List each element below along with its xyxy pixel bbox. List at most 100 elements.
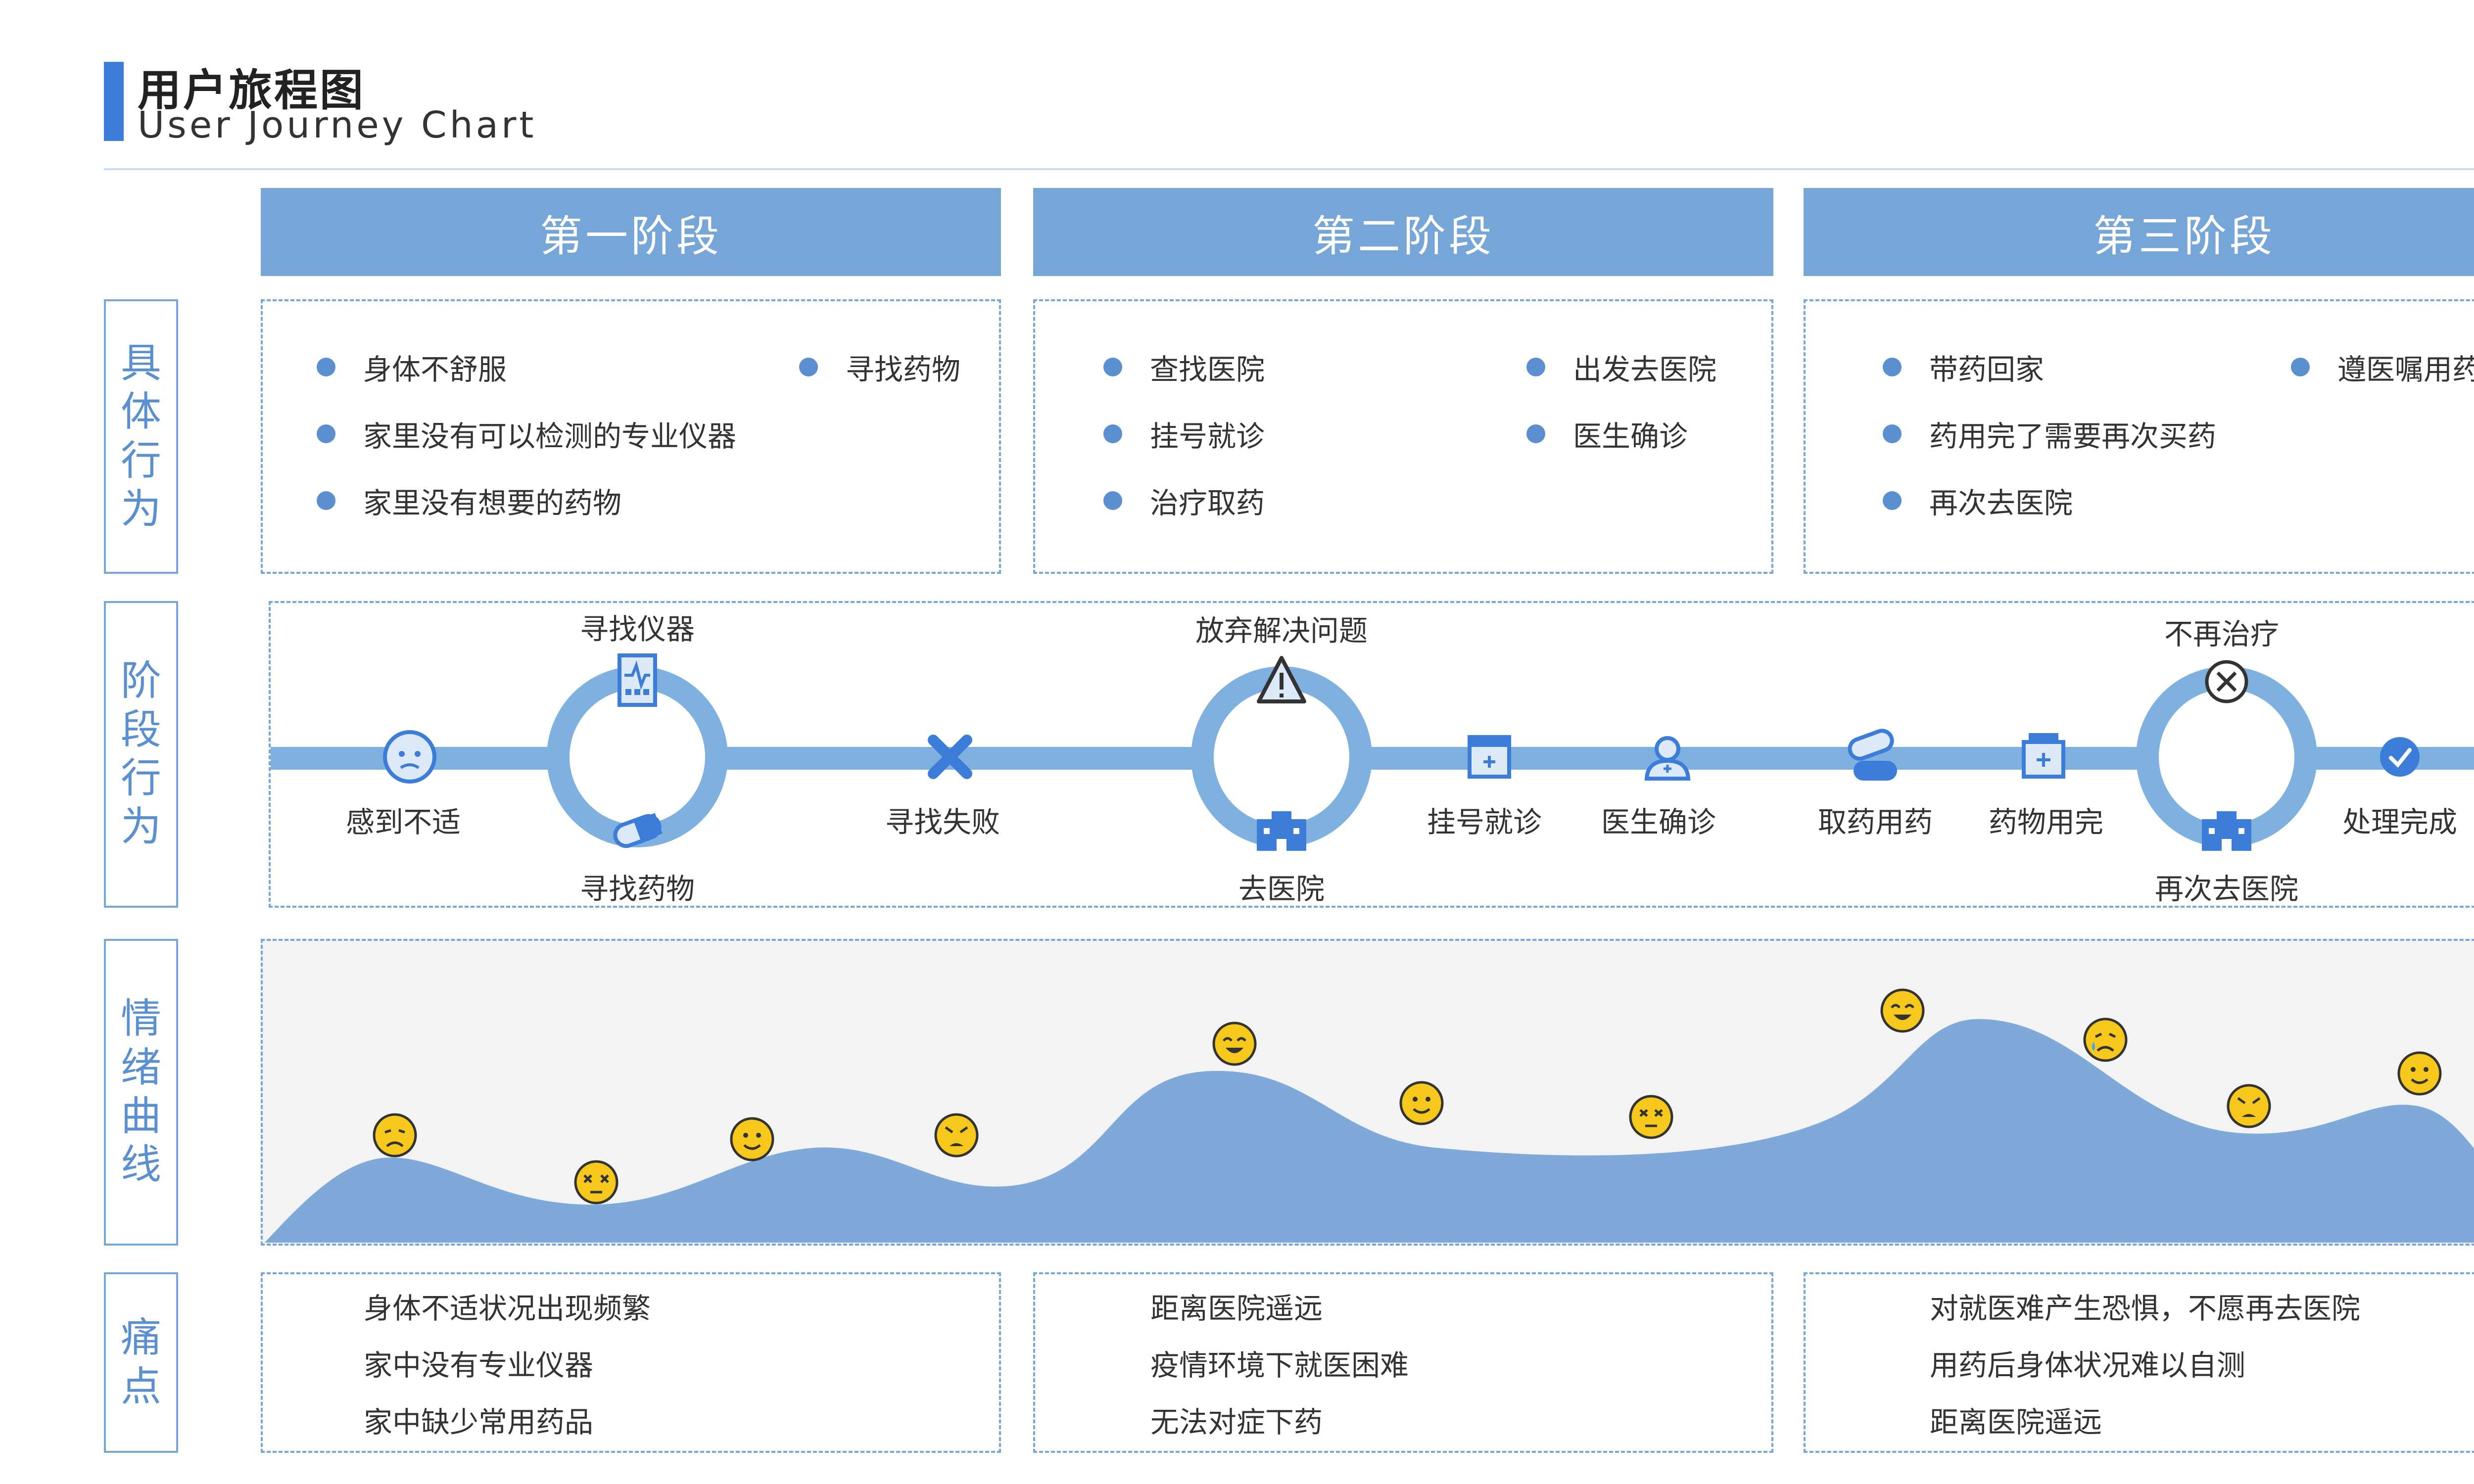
behavior-text: 医生确诊 (1573, 419, 1688, 453)
journey-node-label: 寻找仪器 (579, 612, 695, 646)
journey-node-label: 寻找失败 (885, 805, 1000, 839)
pain-point: 无法对症下药 (1150, 1405, 1323, 1439)
row-label-pain: 痛 点 (104, 1272, 178, 1453)
behavior-text: 家里没有可以检测的专业仪器 (363, 419, 737, 453)
cross-icon (928, 735, 972, 779)
pain-point: 用药后身体状况难以自测 (1930, 1348, 2246, 1382)
behavior-item: 寻找药物 (799, 346, 960, 388)
journey-node-label: 处理完成 (2342, 805, 2458, 839)
medicine-box-icon (2022, 733, 2065, 779)
behavior-item: 带药回家 (1883, 346, 2044, 388)
journey-node-label: 挂号就诊 (1427, 805, 1542, 839)
journey-node-label: 再次去医院 (2154, 872, 2299, 906)
row-label-char: 痛 (120, 1314, 161, 1362)
behavior-text: 查找医院 (1150, 353, 1265, 386)
row-label-char: 为 (120, 485, 161, 533)
bullet-dot (2291, 358, 2310, 376)
check-icon (2380, 737, 2420, 777)
pain-box-stage2 (1033, 1272, 1773, 1453)
page-subtitle: User Journey Chart (138, 104, 537, 146)
behavior-item: 再次去医院 (1883, 480, 2073, 521)
behavior-text: 治疗取药 (1150, 486, 1265, 520)
emotion-area (265, 1019, 2474, 1243)
bullet-dot (317, 424, 335, 443)
pain-box-stage1 (261, 1272, 1001, 1453)
pain-point: 身体不适状况出现频繁 (364, 1292, 651, 1325)
row-label-char: 具 (120, 339, 161, 387)
pain-box-stage3 (1804, 1272, 2474, 1453)
journey-node-label: 医生确诊 (1601, 805, 1716, 839)
pain-point: 家中缺少常用药品 (364, 1405, 594, 1439)
bullet-dot (1526, 358, 1545, 376)
monitor-icon (618, 653, 657, 707)
behavior-item: 治疗取药 (1103, 480, 1265, 521)
bullet-dot (1103, 491, 1122, 510)
sad-emoji-icon (2083, 1018, 2128, 1062)
doctor-icon (1644, 736, 1691, 781)
behavior-item: 查找医院 (1103, 346, 1265, 388)
sad-emoji-icon (373, 1113, 417, 1158)
stage-header-3: 第三阶段 (1804, 188, 2474, 276)
bullet-dot (1103, 424, 1122, 443)
journey-node-label: 取药用药 (1817, 805, 1933, 839)
user-icon (383, 730, 436, 784)
row-label-char: 线 (120, 1141, 161, 1189)
behavior-text: 家里没有想要的药物 (363, 486, 622, 520)
pill-icon (613, 813, 663, 848)
behavior-item: 出发去医院 (1526, 346, 1716, 388)
row-label-emotion: 情 绪 曲 线 (104, 939, 178, 1246)
journey-node-label: 寻找药物 (579, 872, 695, 906)
pain-point: 对就医难产生恐惧，不愿再去医院 (1930, 1292, 2361, 1325)
behavior-text: 身体不舒服 (363, 353, 507, 386)
bullet-dot (1103, 358, 1122, 376)
bullet-dot (1883, 491, 1902, 510)
happy-emoji-icon (1880, 988, 1925, 1033)
journey-node-label: 不再治疗 (2164, 617, 2280, 651)
behavior-item: 家里没有想要的药物 (317, 480, 621, 521)
behavior-item: 挂号就诊 (1103, 413, 1265, 455)
hospital-icon (1257, 811, 1306, 851)
row-label-stage-behavior: 阶 段 行 为 (104, 601, 178, 908)
row-label-char: 段 (120, 706, 161, 753)
behavior-box-stage3 (1804, 299, 2474, 574)
behavior-item: 家里没有可以检测的专业仪器 (317, 413, 736, 455)
pain-point: 家中没有专业仪器 (364, 1348, 594, 1382)
behavior-text: 挂号就诊 (1150, 419, 1265, 453)
behavior-item: 遵医嘱用药 (2291, 346, 2474, 388)
bullet-dot (1883, 358, 1902, 376)
hospital-icon (2202, 811, 2251, 851)
page-title: 用户旅程图 (138, 65, 366, 116)
behavior-text: 再次去医院 (1929, 486, 2073, 520)
title-accent-bar (104, 62, 124, 141)
behavior-item: 医生确诊 (1526, 413, 1688, 455)
behavior-box-stage1 (261, 299, 1001, 574)
smile-emoji-icon (730, 1117, 774, 1161)
bullet-dot (317, 491, 335, 510)
journey-node-label: 放弃解决问题 (1195, 614, 1368, 648)
behavior-text: 药用完了需要再次买药 (1929, 419, 2217, 453)
journey-box (269, 601, 2474, 908)
row-label-char: 绪 (120, 1044, 161, 1091)
angry-emoji-icon (2227, 1084, 2271, 1128)
bullet-dot (1526, 424, 1545, 443)
bullet-dot (1883, 424, 1902, 443)
pain-point: 距离医院遥远 (1150, 1292, 1323, 1325)
journey-node-label: 感到不适 (345, 805, 461, 839)
warning-icon (1257, 656, 1306, 703)
bullet-dot (799, 358, 818, 376)
bullet-dot (317, 358, 335, 376)
behavior-text: 寻找药物 (846, 353, 961, 386)
row-label-char: 行 (120, 437, 161, 484)
behavior-text: 带药回家 (1929, 353, 2045, 386)
behavior-item: 身体不舒服 (317, 346, 507, 388)
journey-node-label: 去医院 (1238, 872, 1325, 906)
row-label-behavior: 具 体 行 为 (104, 299, 178, 574)
neutral-emoji-icon (1629, 1095, 1673, 1139)
dizzy-emoji-icon (574, 1160, 618, 1205)
row-label-char: 行 (120, 755, 161, 802)
behavior-text: 出发去医院 (1573, 353, 1717, 386)
pain-point: 疫情环境下就医困难 (1150, 1348, 1409, 1382)
calendar-icon (1468, 735, 1511, 779)
pill-icon (1848, 729, 1897, 781)
